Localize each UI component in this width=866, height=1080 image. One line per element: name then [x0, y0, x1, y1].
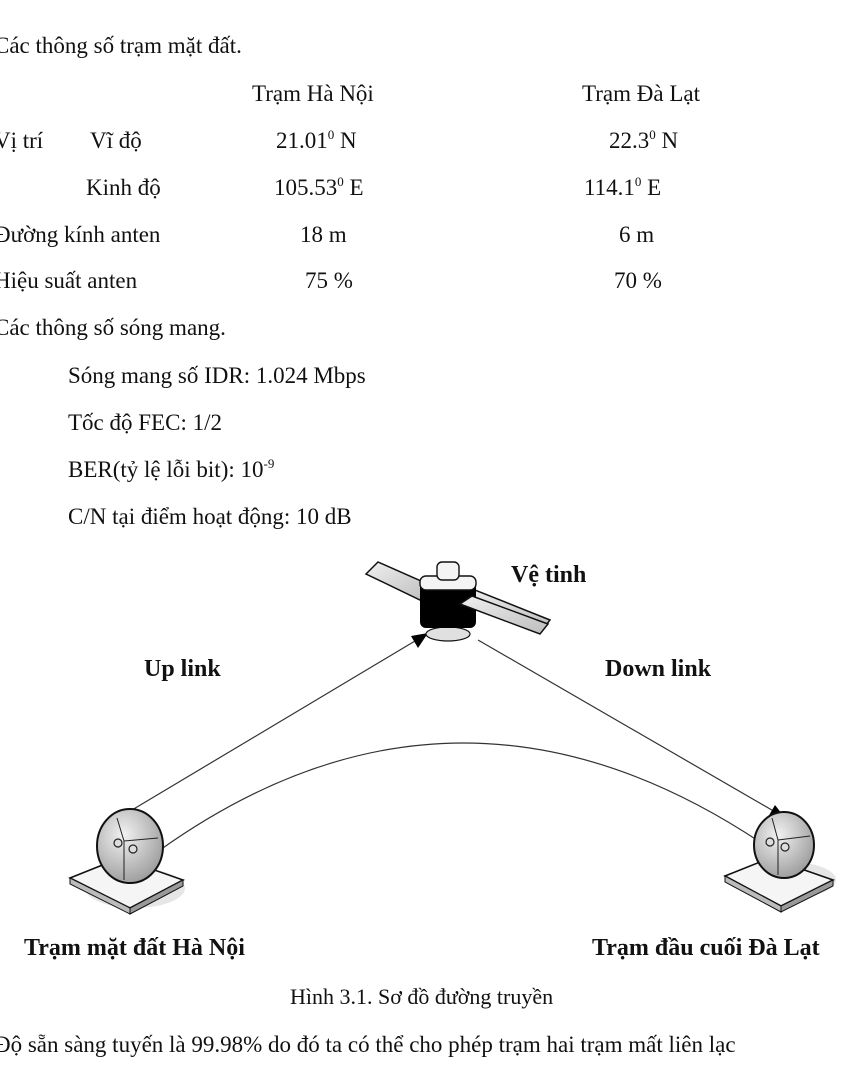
transmission-diagram: Vệ tinh Up link Down link Trạm mặt đất H…	[0, 540, 866, 970]
terrestrial-arc	[159, 742, 761, 851]
dalat-longitude: 114.10 E	[584, 174, 662, 200]
dalat-antenna-efficiency: 70 %	[614, 268, 662, 293]
row-label-antenna-efficiency: Hiệu suất anten	[0, 268, 138, 293]
hanoi-antenna-efficiency: 75 %	[305, 268, 353, 293]
column-header-hanoi: Trạm Hà Nội	[252, 81, 374, 106]
row-sublabel-longitude: Kinh độ	[86, 175, 161, 200]
row-label-position: Vị trí	[0, 128, 44, 153]
carrier-item-cn: C/N tại điểm hoạt động: 10 dB	[68, 504, 352, 529]
carrier-item-fec: Tốc độ FEC: 1/2	[68, 410, 222, 435]
station-left-label: Trạm mặt đất Hà Nội	[24, 935, 245, 961]
dalat-dish-icon	[723, 811, 836, 913]
dalat-latitude: 22.30 N	[609, 127, 679, 153]
hanoi-longitude: 105.530 E	[274, 174, 364, 200]
row-sublabel-latitude: Vĩ độ	[90, 128, 142, 153]
uplink-arrow	[131, 633, 428, 811]
body-paragraph: Độ sẵn sàng tuyến là 99.98% do đó ta có …	[0, 1032, 736, 1057]
dalat-antenna-diameter: 6 m	[619, 222, 655, 247]
downlink-label: Down link	[605, 656, 712, 682]
figure-caption: Hình 3.1. Sơ đồ đường truyền	[290, 984, 554, 1009]
satellite-label: Vệ tinh	[511, 562, 587, 588]
ground-section-heading: Các thông số trạm mặt đất.	[0, 33, 242, 58]
row-label-antenna-diameter: Đường kính anten	[0, 222, 161, 247]
carrier-item-ber: BER(tỷ lệ lỗi bit): 10-9	[68, 456, 275, 482]
hanoi-dish-icon	[68, 808, 185, 915]
hanoi-antenna-diameter: 18 m	[300, 222, 347, 247]
column-header-dalat: Trạm Đà Lạt	[582, 81, 700, 106]
hanoi-latitude: 21.010 N	[276, 127, 357, 153]
link-diagram-graphic	[68, 561, 836, 915]
satellite-icon	[364, 561, 552, 642]
station-right-label: Trạm đầu cuối Đà Lạt	[592, 935, 820, 961]
carrier-section-heading: Các thông số sóng mang.	[0, 315, 226, 340]
uplink-label: Up link	[144, 656, 221, 682]
carrier-item-idr: Sóng mang số IDR: 1.024 Mbps	[68, 363, 366, 388]
